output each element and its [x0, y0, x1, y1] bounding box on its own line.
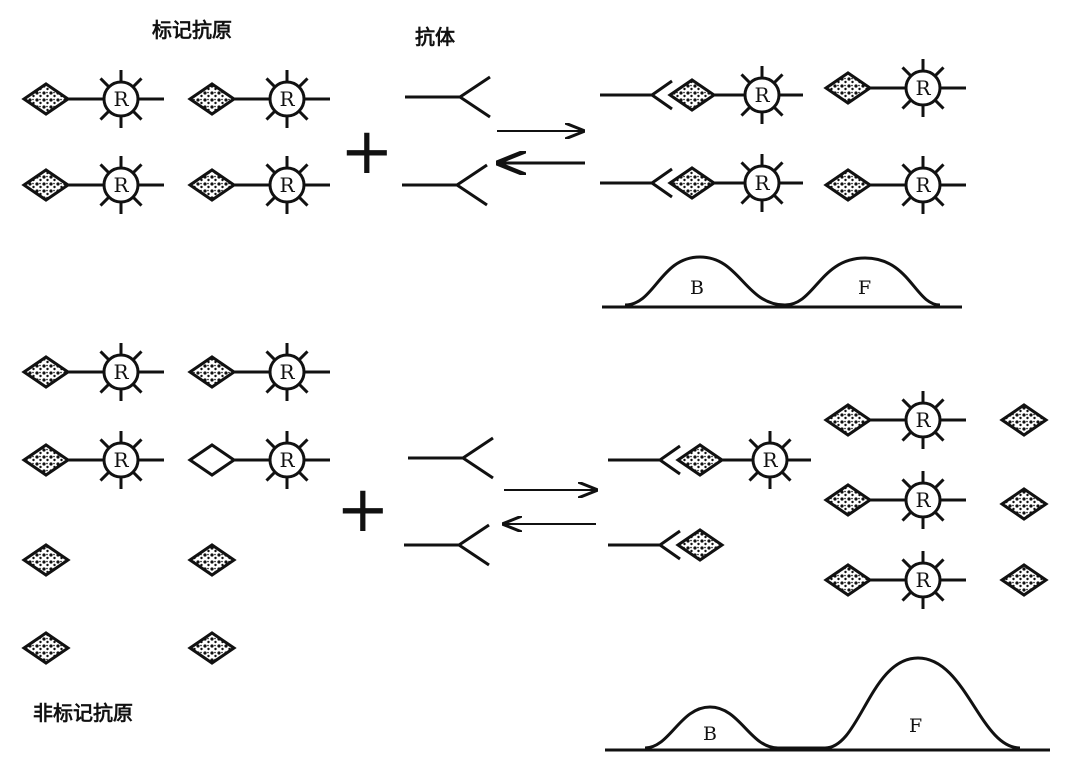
svg-text:R: R [915, 408, 931, 432]
labeled-antigen: R [21, 343, 164, 401]
unlabeled-antigen [187, 543, 237, 577]
antibody [402, 163, 488, 207]
svg-text:R: R [754, 171, 770, 195]
plus-sign-top: + [340, 115, 394, 189]
free-peak-label-2: F [909, 715, 922, 737]
labeled-antigen: R [21, 156, 164, 214]
molecule-glyphs: R R R R R R R R R R R R R R R R [21, 59, 1049, 665]
distribution-curve-bottom: B F [605, 656, 1050, 752]
bound-complex: R [600, 154, 803, 212]
free-unlabeled-antigen [999, 403, 1049, 437]
free-labeled-antigen: R [823, 471, 966, 529]
svg-text:R: R [279, 360, 295, 384]
free-peak-label: F [858, 277, 871, 299]
free-unlabeled-antigen [999, 563, 1049, 597]
antibody-label: 抗体 [415, 25, 456, 49]
free-labeled-antigen: R [823, 59, 966, 117]
free-labeled-antigen: R [823, 551, 966, 609]
bound-peak-label-2: B [703, 723, 717, 745]
svg-text:R: R [279, 448, 295, 472]
svg-text:R: R [915, 76, 931, 100]
bound-complex: R [608, 431, 811, 489]
svg-text:R: R [915, 173, 931, 197]
unlabeled-antigen [21, 543, 71, 577]
free-labeled-antigen: R [823, 391, 966, 449]
equilibrium-arrows-bottom [504, 490, 596, 524]
svg-text:R: R [915, 568, 931, 592]
svg-text:R: R [113, 448, 129, 472]
svg-text:R: R [279, 173, 295, 197]
svg-text:R: R [754, 83, 770, 107]
svg-text:R: R [915, 488, 931, 512]
equilibrium-arrows-top [497, 131, 585, 163]
free-unlabeled-antigen [999, 487, 1049, 521]
plus-sign-bottom: + [336, 473, 390, 547]
antibody [408, 436, 494, 480]
svg-text:R: R [113, 87, 129, 111]
unlabeled-antigen [187, 631, 237, 665]
labeled-antigen-hollow: R [187, 431, 330, 489]
antibody [405, 75, 491, 119]
labeled-antigen: R [187, 343, 330, 401]
labeled-antigen-label: 标记抗原 [152, 18, 232, 42]
labeled-antigen: R [21, 431, 164, 489]
svg-text:R: R [279, 87, 295, 111]
bound-unlabeled-complex [608, 528, 725, 562]
labeled-antigen: R [187, 70, 330, 128]
unlabeled-antigen [21, 631, 71, 665]
svg-text:R: R [113, 360, 129, 384]
labeled-antigen: R [21, 70, 164, 128]
bound-peak-label: B [690, 277, 704, 299]
unlabeled-antigen-label: 非标记抗原 [33, 701, 133, 725]
bound-complex: R [600, 66, 803, 124]
antibody [404, 523, 490, 567]
labeled-antigen: R [187, 156, 330, 214]
svg-text:R: R [762, 448, 778, 472]
free-labeled-antigen: R [823, 156, 966, 214]
svg-text:R: R [113, 173, 129, 197]
distribution-curve-top: B F [602, 255, 962, 309]
